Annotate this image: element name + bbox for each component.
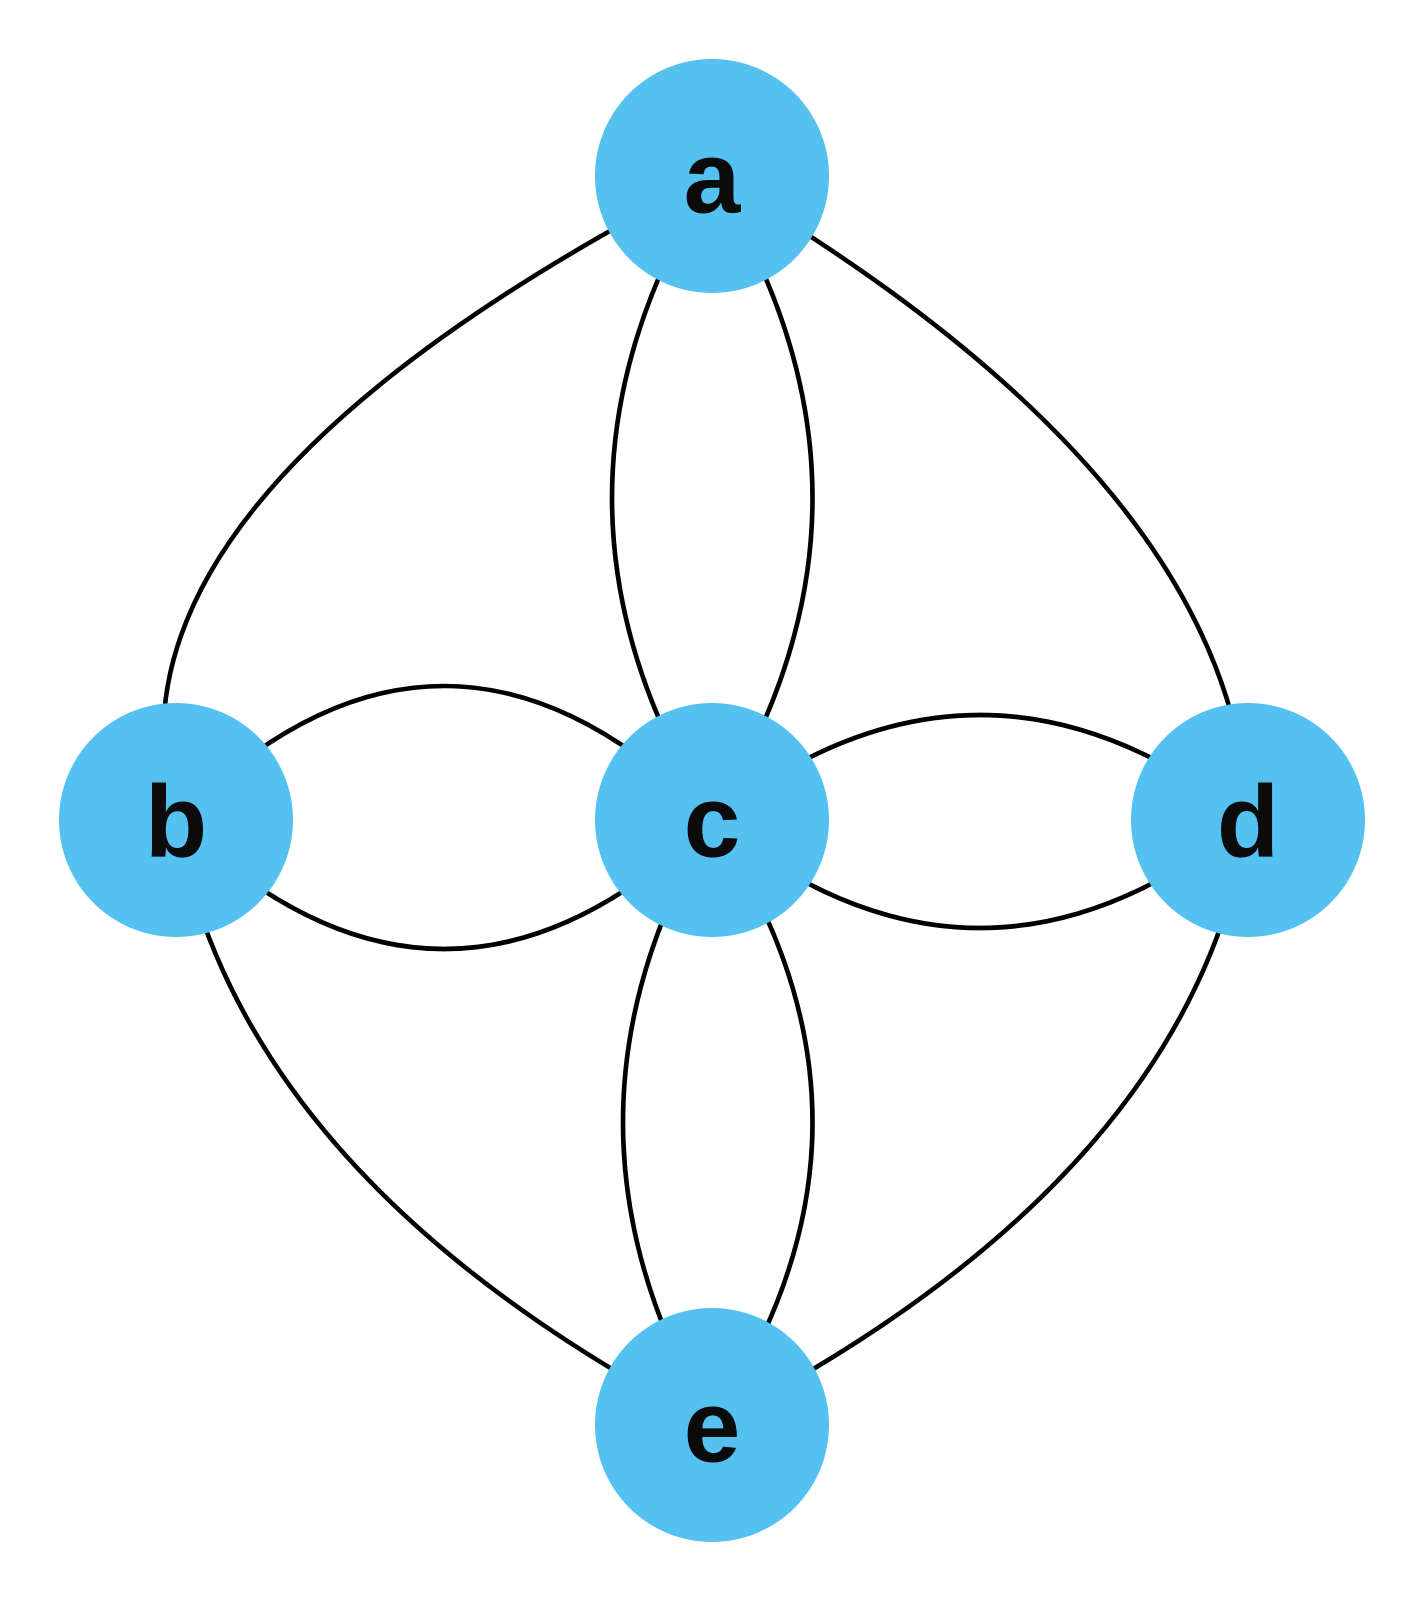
node-circle-d: [1131, 703, 1365, 937]
node-label-e: e: [684, 1370, 741, 1484]
edge-b-e: [173, 817, 715, 1428]
edge-d-e: [709, 817, 1251, 1428]
graph-node-b: b: [59, 703, 293, 937]
node-label-c: c: [684, 765, 741, 879]
edge-a-d: [709, 173, 1251, 823]
node-label-b: b: [145, 765, 207, 879]
node-circle-b: [59, 703, 293, 937]
graph-node-e: e: [595, 1308, 829, 1542]
node-circle-a: [595, 59, 829, 293]
node-circle-c: [595, 703, 829, 937]
graph-node-c: c: [595, 703, 829, 937]
node-label-a: a: [684, 121, 742, 235]
graph-node-a: a: [595, 59, 829, 293]
node-label-d: d: [1217, 765, 1279, 879]
nodes-layer: a b c d e: [59, 59, 1365, 1542]
edge-a-b: [161, 173, 715, 823]
graph-node-d: d: [1131, 703, 1365, 937]
node-circle-e: [595, 1308, 829, 1542]
